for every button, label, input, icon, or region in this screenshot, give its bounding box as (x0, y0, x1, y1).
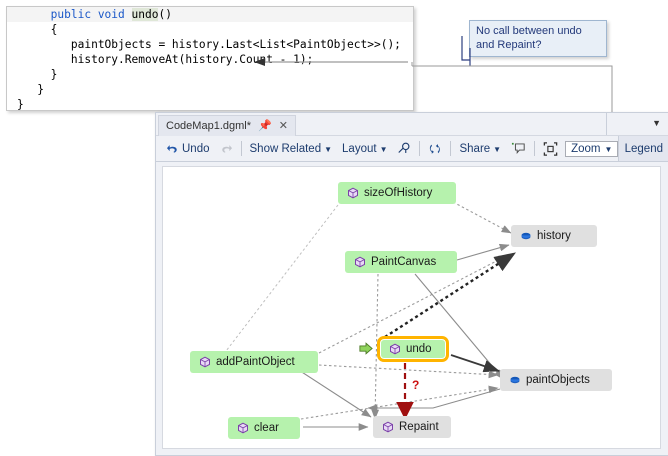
layout-label: Layout (342, 142, 377, 155)
tab-codemap1[interactable]: CodeMap1.dgml* 📌 ✕ (158, 115, 296, 136)
method-icon (355, 256, 365, 268)
edge-undo-paintobjects (450, 354, 500, 373)
edge-sizeofhistory-history (452, 201, 512, 234)
edge-clear-paintobjects (300, 385, 499, 420)
edge-undo-history (384, 251, 517, 339)
zoom-label: Zoom (571, 142, 601, 155)
redo-button[interactable] (215, 140, 238, 157)
show-related-label: Show Related (249, 142, 322, 155)
node-label: Repaint (399, 421, 439, 433)
close-icon[interactable]: ✕ (278, 119, 288, 132)
toolbar-divider (534, 141, 536, 156)
annotation-callout: No call between undo and Repaint? (469, 20, 607, 57)
legend-label: Legend (624, 142, 663, 155)
filter-nodes-icon (398, 142, 410, 153)
filter-nodes-button[interactable] (392, 140, 416, 158)
node-label: history (537, 230, 571, 242)
refresh-icon (430, 143, 441, 154)
codemap-window[interactable]: CodeMap1.dgml* 📌 ✕ ▼ Undo Show Related ▼… (155, 112, 668, 456)
node-label: addPaintObject (216, 356, 295, 368)
undo-arrow-icon (166, 145, 177, 153)
node-label: PaintCanvas (371, 256, 437, 268)
edge-paintobjects-repaint (367, 388, 501, 412)
undo-label: Undo (182, 142, 210, 155)
chevron-down-icon: ▼ (324, 144, 333, 154)
node-label: paintObjects (526, 374, 590, 386)
layout-button[interactable]: Layout ▼ (337, 141, 392, 157)
code-line: public void undo() (7, 7, 413, 22)
code-text[interactable]: public void undo() { paintObjects = hist… (7, 7, 413, 111)
method-icon (390, 343, 400, 355)
edge-addpaintobject-history (318, 254, 509, 354)
edge-paintcanvas-paintobjects (414, 273, 504, 380)
undo-button[interactable]: Undo (161, 140, 215, 157)
graph-node-history[interactable]: history (511, 225, 597, 247)
method-icon (200, 356, 210, 368)
graph-node-addpaintobject[interactable]: addPaintObject (190, 351, 318, 373)
refresh-button[interactable] (423, 140, 447, 158)
redo-arrow-icon (221, 145, 232, 153)
edge-paintcanvas-history (456, 243, 510, 261)
chevron-down-icon[interactable]: ▼ (652, 118, 661, 128)
node-label: undo (406, 343, 432, 355)
edge-paintcanvas-repaint (371, 273, 380, 420)
chevron-down-icon: ▼ (379, 144, 388, 154)
code-line: history.RemoveAt(history.Count - 1); (17, 53, 314, 66)
fit-to-window-icon (543, 141, 558, 156)
graph-edges: ? (222, 201, 517, 431)
tab-strip: CodeMap1.dgml* 📌 ✕ ▼ (156, 113, 668, 136)
graph-node-paintcanvas[interactable]: PaintCanvas (345, 251, 457, 273)
pin-icon[interactable]: 📌 (258, 119, 272, 132)
tabstrip-divider (606, 113, 607, 135)
codemap-canvas[interactable]: ? sizeOfHistory history (162, 166, 661, 449)
add-comment-icon (512, 142, 525, 154)
zoom-dropdown[interactable]: Zoom ▼ (565, 140, 619, 157)
question-mark-label: ? (412, 378, 419, 392)
edge-addpaintobject-repaint (290, 364, 372, 418)
legend-button[interactable]: Legend (617, 136, 668, 161)
code-line: { (17, 23, 58, 36)
graph-node-clear[interactable]: clear (228, 417, 300, 439)
node-label: clear (254, 422, 279, 434)
node-label: sizeOfHistory (364, 187, 433, 199)
toolbar-divider (450, 141, 452, 156)
show-related-button[interactable]: Show Related ▼ (245, 141, 338, 157)
method-icon (238, 422, 248, 434)
selection-arrow-icon (359, 342, 373, 355)
graph-node-paintobjects[interactable]: paintObjects (500, 369, 612, 391)
code-line: } (17, 83, 44, 96)
share-label: Share (459, 142, 491, 155)
edge-aux-1 (222, 204, 339, 356)
toolbar-divider (240, 141, 242, 156)
graph-node-undo[interactable]: undo (377, 336, 449, 362)
chevron-down-icon: ▼ (493, 144, 502, 154)
chevron-down-icon: ▼ (604, 144, 613, 154)
add-comment-button[interactable] (506, 140, 531, 158)
graph-node-repaint[interactable]: Repaint (373, 416, 451, 438)
code-line: } (17, 68, 58, 81)
field-icon (510, 376, 520, 384)
share-button[interactable]: Share ▼ (454, 141, 506, 157)
tab-label: CodeMap1.dgml* (166, 120, 251, 132)
graph-node-sizeofhistory[interactable]: sizeOfHistory (338, 182, 456, 204)
field-icon (521, 232, 531, 240)
toolbar-divider (419, 141, 421, 156)
method-icon (383, 421, 393, 433)
codemap-toolbar: Undo Show Related ▼ Layout ▼ (156, 136, 668, 162)
method-icon (348, 187, 358, 199)
fit-to-window-button[interactable] (538, 140, 563, 158)
code-editor-window[interactable]: public void undo() { paintObjects = hist… (6, 6, 414, 111)
code-line: paintObjects = history.Last<List<PaintOb… (17, 38, 401, 51)
edge-addpaintobject-paintobjects (318, 364, 499, 379)
code-line: } (17, 98, 24, 111)
